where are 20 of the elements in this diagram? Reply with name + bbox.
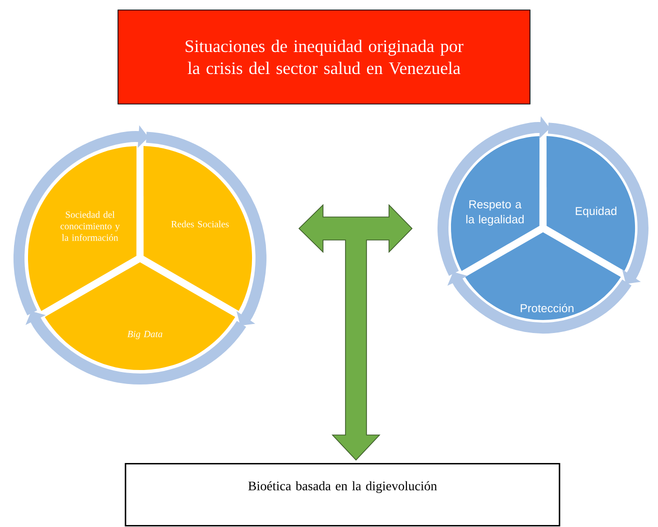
node-label: Redes Sociales — [171, 220, 229, 228]
text-box: Bioética basada en la digievolución — [124, 463, 560, 526]
cycle-arrow — [14, 125, 148, 316]
pie-segment: Redes Sociales — [144, 146, 252, 311]
node-label: Protección — [520, 304, 574, 312]
pie-segment: Respeto a la legalidad — [451, 136, 540, 271]
node-label: Respeto a la legalidad — [466, 200, 524, 226]
pie-segment: Sociedad del conocimiento y la información — [28, 146, 136, 311]
title-box: Situaciones de inequidad originada por la crisis del sector salud en Venezuela — [118, 10, 530, 104]
cycle-arrow — [146, 132, 266, 326]
cycle-arrow — [438, 116, 550, 276]
pie-segment: Big Data — [44, 262, 236, 370]
node-label: Equidad — [576, 206, 616, 218]
node-label: Sociedad del conocimiento y la información — [60, 211, 120, 241]
pie-segment: Protección — [465, 232, 621, 320]
cycle-arrow — [548, 122, 648, 284]
t-arrow — [298, 204, 413, 461]
node-label: Big Data — [127, 330, 162, 340]
cycle-arrow — [26, 311, 246, 384]
pie-segment: Equidad — [546, 136, 635, 271]
